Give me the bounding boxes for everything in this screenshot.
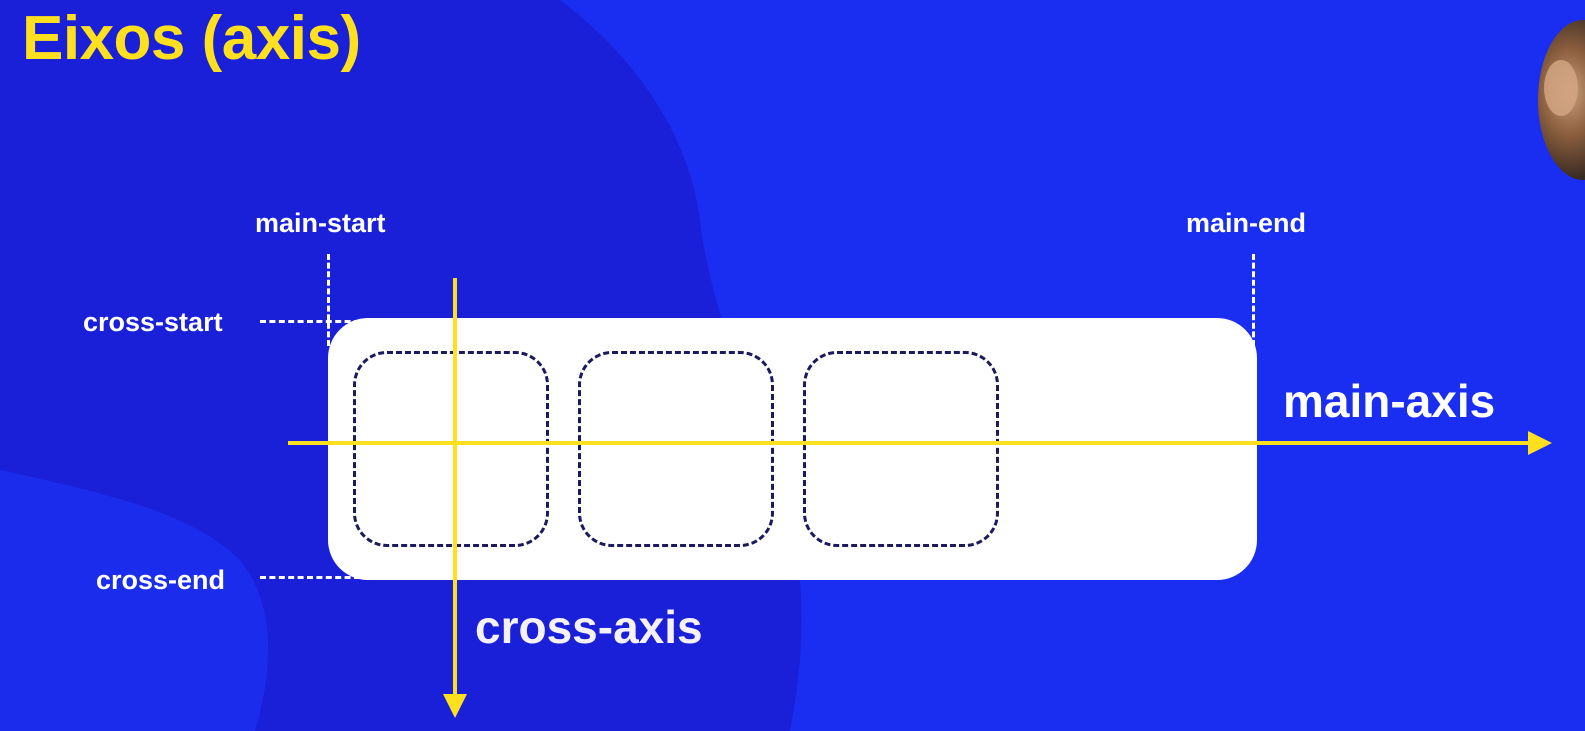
presenter-face bbox=[1544, 60, 1578, 116]
flex-container bbox=[328, 318, 1257, 580]
main-start-guide-line bbox=[327, 254, 330, 346]
cross-start-guide-line bbox=[260, 320, 360, 323]
cross-end-guide-line bbox=[260, 576, 360, 579]
flex-item-3 bbox=[803, 351, 999, 547]
main-end-label: main-end bbox=[1186, 208, 1307, 238]
slide-title: Eixos (axis) bbox=[22, 4, 361, 73]
main-end-guide-line bbox=[1252, 254, 1255, 346]
flex-item-2 bbox=[578, 351, 774, 547]
cross-axis-label: cross-axis bbox=[475, 601, 703, 653]
main-start-label: main-start bbox=[255, 208, 386, 238]
flex-item-1 bbox=[353, 351, 549, 547]
cross-end-label: cross-end bbox=[96, 565, 226, 595]
main-axis-label: main-axis bbox=[1283, 375, 1496, 427]
presenter-webcam-avatar bbox=[1538, 20, 1585, 180]
cross-start-label: cross-start bbox=[83, 307, 223, 337]
background-lower-blob bbox=[0, 470, 269, 731]
